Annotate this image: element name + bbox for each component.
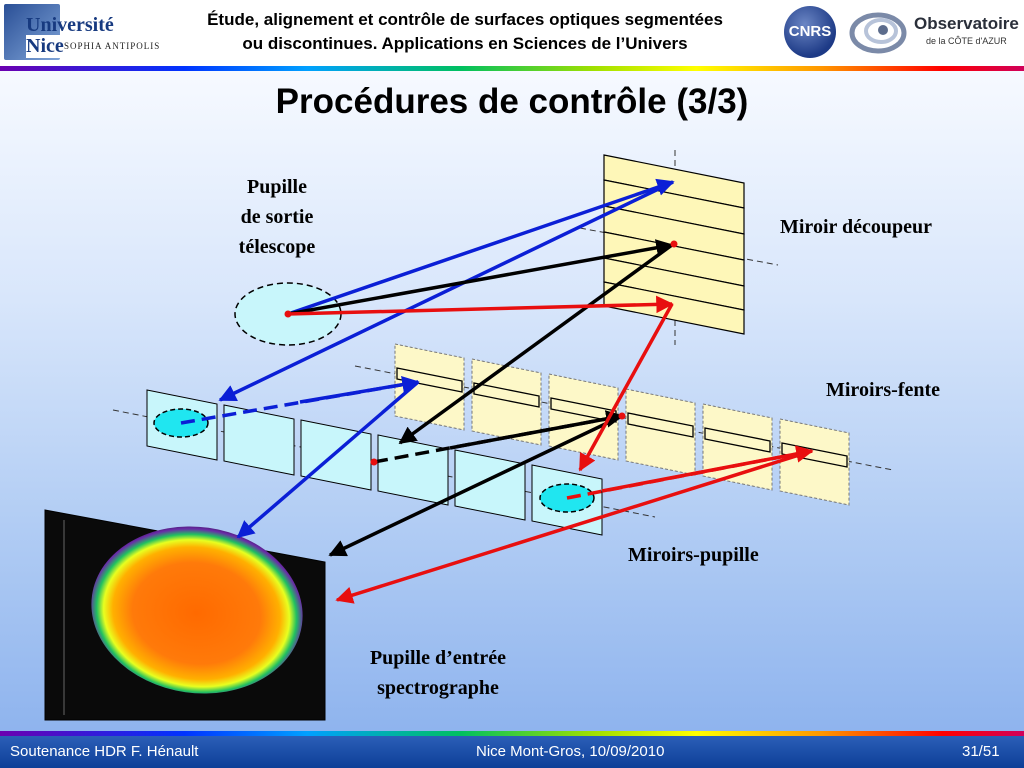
pupil-mirror: [223, 404, 295, 476]
footer-author: Soutenance HDR F. Hénault: [10, 743, 199, 760]
oca-logo-line2: de la CÔTE d'AZUR: [926, 36, 1007, 46]
slit-mirror: [471, 358, 542, 446]
cnrs-logo: CNRS: [784, 6, 836, 58]
black-rays: [287, 239, 674, 557]
universite-nice-logo: Université Nice SOPHIA ANTIPOLIS: [4, 4, 164, 62]
blue-ray: [218, 180, 674, 402]
slit-mirror-reflection-point: [618, 412, 626, 420]
red-ray: [578, 303, 674, 472]
black-ray: [328, 414, 623, 557]
label-pupille-sortie-line3: télescope: [238, 236, 316, 258]
slicer-strip: [603, 281, 745, 335]
ray-origin-point: [284, 310, 292, 318]
presentation-title: Étude, alignement et contrôle de surface…: [160, 8, 770, 56]
slit-mirror: [625, 388, 696, 476]
spectrograph-entrance-pupil-image: [44, 509, 326, 721]
slit-mirror: [779, 418, 850, 506]
blue-rays: [180, 178, 675, 539]
presentation-title-line2: ou discontinues. Applications en Science…: [242, 34, 688, 53]
pupil-intensity-map: [91, 526, 303, 694]
blue-ray: [236, 380, 420, 539]
universite-logo-line3: SOPHIA ANTIPOLIS: [64, 41, 161, 51]
slicer-reflection-point: [670, 240, 678, 248]
observatoire-cote-azur-logo: Observatoire de la CÔTE d'AZUR: [914, 14, 1022, 54]
pupil-mirror: [377, 434, 449, 506]
label-pupille-entree: Pupille d’entrée spectrographe: [338, 643, 538, 703]
red-ray: [601, 445, 814, 493]
swirl-logo-icon: [849, 12, 907, 54]
label-miroirs-pupille: Miroirs-pupille: [628, 544, 759, 566]
blue-ray: [299, 376, 420, 404]
label-pupille-entree-line1: Pupille d’entrée: [369, 647, 507, 669]
header-rainbow-divider: [0, 66, 1024, 71]
label-miroir-decoupeur: Miroir découpeur: [780, 216, 933, 238]
black-ray: [449, 410, 624, 450]
slit-mirror: [702, 403, 773, 491]
footer-venue-date: Nice Mont-Gros, 10/09/2010: [476, 743, 665, 760]
slide-title: Procédures de contrôle (3/3): [275, 82, 749, 121]
black-ray: [287, 239, 674, 316]
universite-logo-line1: Université: [26, 14, 114, 36]
red-ray: [287, 295, 674, 316]
black-ray: [398, 243, 674, 445]
presentation-title-line1: Étude, alignement et contrôle de surface…: [207, 10, 723, 29]
miroir-decoupeur-stack: [579, 150, 779, 345]
label-pupille-entree-line2: spectrographe: [377, 677, 499, 699]
slide-footer: Soutenance HDR F. Hénault Nice Mont-Gros…: [0, 736, 1024, 768]
footer-page-number: 31/51: [962, 743, 1000, 760]
label-pupille-sortie-line2: de sortie: [240, 206, 314, 228]
pupil-mirror: [454, 449, 526, 521]
footer-rainbow-divider: [0, 731, 1024, 736]
blue-ray: [287, 178, 675, 316]
label-pupille-sortie: Pupille de sortie télescope: [215, 172, 339, 262]
label-pupille-sortie-line1: Pupille: [246, 176, 307, 198]
slit-mirror: [394, 343, 465, 431]
universite-logo-line2: Nice: [26, 35, 66, 58]
red-rays: [287, 295, 814, 604]
red-ray: [335, 449, 813, 604]
slide-header: Université Nice SOPHIA ANTIPOLIS Étude, …: [0, 0, 1024, 66]
oca-logo-line1: Observatoire: [914, 14, 1019, 33]
pupil-mirror-reflection-point: [370, 458, 378, 466]
label-miroirs-fente: Miroirs-fente: [826, 379, 941, 401]
